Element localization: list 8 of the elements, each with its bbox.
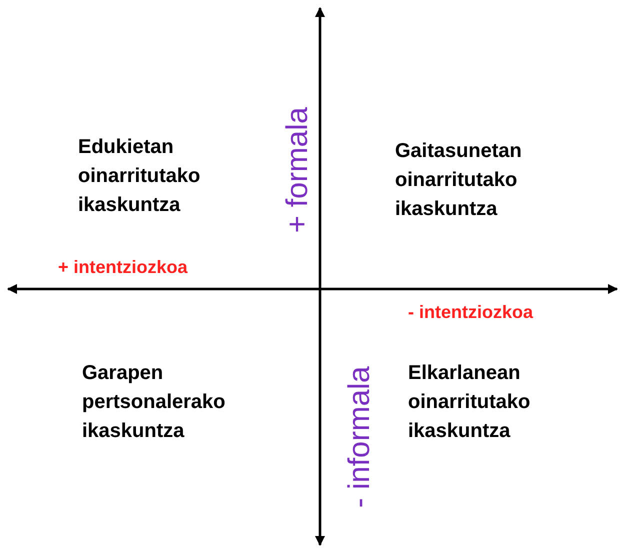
axis-label: + formala bbox=[281, 107, 315, 233]
axis-label: + intentziozkoa bbox=[58, 257, 188, 278]
quadrant-label: Gaitasunetan oinarritutako ikaskuntza bbox=[395, 139, 522, 222]
quadrant-label: Elkarlanean oinarritutako ikaskuntza bbox=[408, 361, 530, 444]
axis-label: - intentziozkoa bbox=[408, 302, 533, 323]
quadrant-label: Edukietan oinarritutako ikaskuntza bbox=[78, 135, 200, 218]
quadrant-label: Garapen pertsonalerako ikaskuntza bbox=[82, 361, 226, 444]
axis-label: - informala bbox=[343, 366, 377, 508]
